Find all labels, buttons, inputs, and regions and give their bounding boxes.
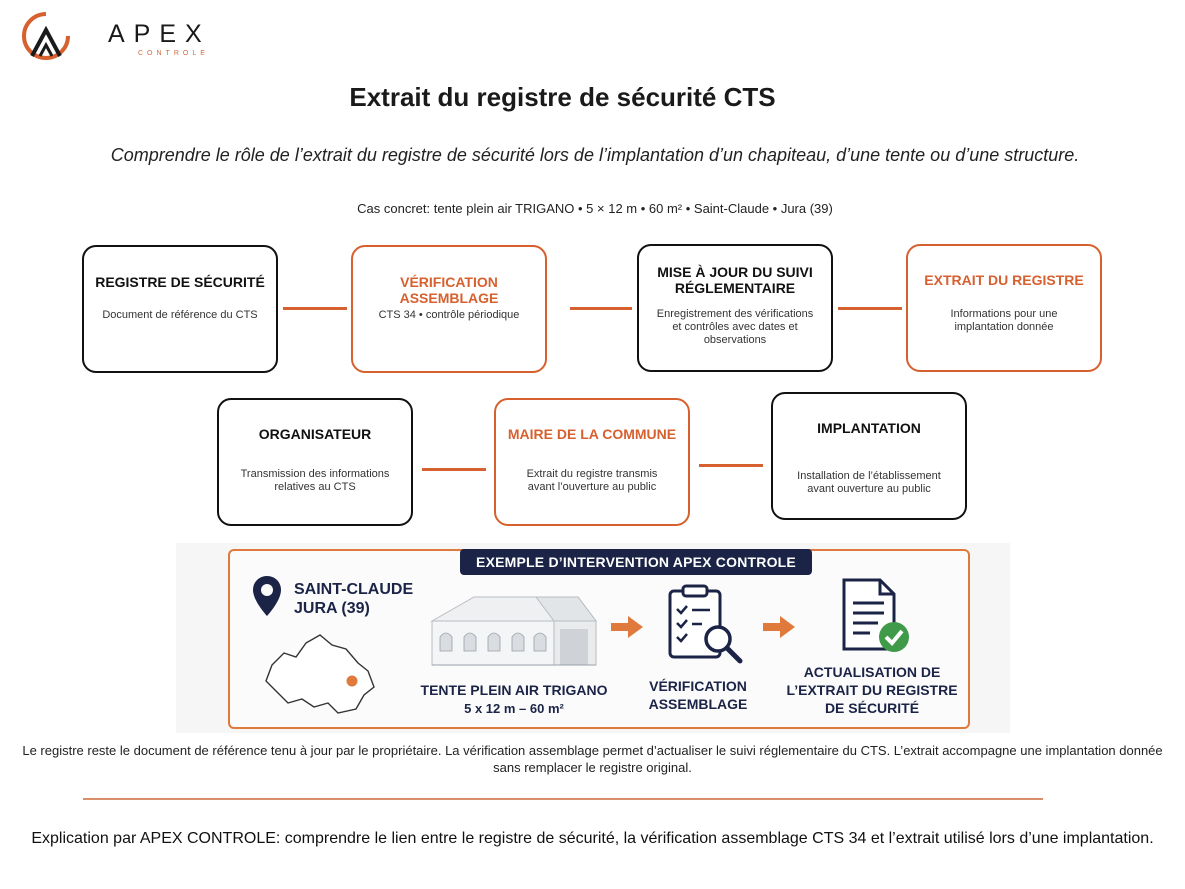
box-title: MAIRE DE LA COMMUNE <box>507 426 677 442</box>
arrow-right-icon <box>611 616 643 638</box>
box-title: MISE À JOUR DU SUIVI RÉGLEMENTAIRE <box>657 264 813 296</box>
box-title: ORGANISATEUR <box>258 426 372 442</box>
box-extrait-registre: EXTRAIT DU REGISTRE Informations pour un… <box>906 244 1102 372</box>
page-subtitle: Comprendre le rôle de l’extrait du regis… <box>110 145 1080 165</box>
box-desc: Document de référence du CTS <box>102 309 258 321</box>
box-desc: Installation de l’établissement avant ou… <box>797 470 941 495</box>
tent-icon <box>430 596 597 666</box>
box-title: VÉRIFICATION ASSEMBLAGE <box>399 274 499 306</box>
example-banner: EXEMPLE D’INTERVENTION APEX CONTROLE <box>460 549 812 575</box>
page-title: Extrait du registre de sécurité CTS <box>349 82 776 112</box>
example-result-line1: ACTUALISATION DE <box>803 664 941 680</box>
connector-1 <box>283 307 347 310</box>
box-mise-a-jour-suivi: MISE À JOUR DU SUIVI RÉGLEMENTAIRE Enreg… <box>637 244 833 372</box>
connector-3 <box>838 307 902 310</box>
map-pin-icon <box>253 576 281 616</box>
box-maire-commune: MAIRE DE LA COMMUNE Extrait du registre … <box>494 398 690 526</box>
example-check-line2: ASSEMBLAGE <box>648 696 748 712</box>
box-desc: Enregistrement des vérifications et cont… <box>656 308 814 346</box>
example-location-city: SAINT-CLAUDE <box>294 581 414 598</box>
case-description: Cas concret: tente plein air TRIGANO • 5… <box>357 201 833 216</box>
example-result-line2: L’EXTRAIT DU REGISTRE <box>786 682 958 698</box>
box-desc: Extrait du registre transmis avant l’ouv… <box>526 468 658 493</box>
arrow-right-icon <box>763 616 795 638</box>
example-location-dept: JURA (39) <box>294 600 370 617</box>
example-tent-size: 5 x 12 m – 60 m² <box>464 701 564 716</box>
box-title: IMPLANTATION <box>817 420 921 436</box>
box-desc: Transmission des informations relatives … <box>240 468 390 493</box>
example-frame: EXEMPLE D’INTERVENTION APEX CONTROLE SAI… <box>228 549 970 729</box>
example-result-line3: DE SÉCURITÉ <box>824 700 920 716</box>
logo-wordmark: APEX <box>108 20 211 48</box>
connector-4 <box>422 468 486 471</box>
example-panel: EXEMPLE D’INTERVENTION APEX CONTROLE SAI… <box>176 543 1010 733</box>
box-desc: Informations pour une implantation donné… <box>950 308 1058 333</box>
jura-map-icon <box>265 634 375 714</box>
divider <box>83 798 1043 800</box>
connector-2 <box>570 307 632 310</box>
checklist-magnifier-icon <box>668 584 743 664</box>
apex-logo-icon <box>22 12 70 60</box>
connector-5 <box>699 464 763 467</box>
box-desc: CTS 34 • contrôle périodique <box>378 309 520 321</box>
box-organisateur: ORGANISATEUR Transmission des informatio… <box>217 398 413 526</box>
box-registre-securite: REGISTRE DE SÉCURITÉ Document de référen… <box>82 245 278 373</box>
footer-note: Le registre reste le document de référen… <box>22 743 1163 775</box>
box-verification-assemblage: VÉRIFICATION ASSEMBLAGE CTS 34 • contrôl… <box>351 245 547 373</box>
document-check-icon <box>842 578 909 652</box>
example-tent-label: TENTE PLEIN AIR TRIGANO <box>420 682 608 698</box>
apex-logo: APEX CONTROLE <box>20 10 205 62</box>
explanation-text: Explication par APEX CONTROLE: comprendr… <box>31 830 1154 847</box>
logo-tagline: CONTROLE <box>138 50 209 57</box>
box-title: EXTRAIT DU REGISTRE <box>924 272 1084 288</box>
box-implantation: IMPLANTATION Installation de l’établisse… <box>771 392 967 520</box>
example-check-line1: VÉRIFICATION <box>649 678 747 694</box>
box-title: REGISTRE DE SÉCURITÉ <box>95 274 265 290</box>
